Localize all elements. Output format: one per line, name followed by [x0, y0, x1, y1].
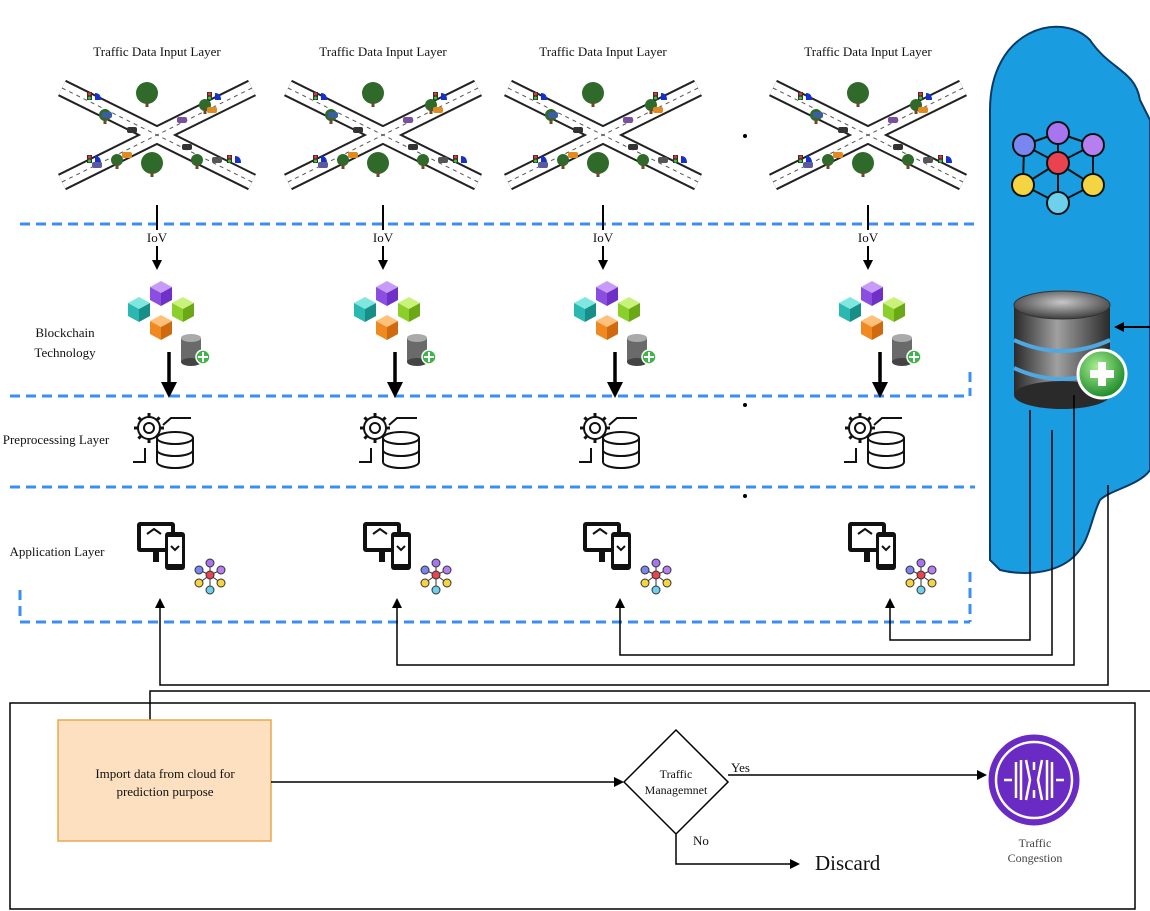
separator-dot	[743, 134, 747, 138]
traffic-congestion-icon	[988, 734, 1080, 826]
application-network-icon	[194, 558, 226, 595]
input-layer-title: Traffic Data Input Layer	[93, 44, 221, 59]
column-3	[504, 79, 702, 595]
prediction-frame	[9, 702, 1136, 910]
blockchain-cubes-icon	[354, 281, 437, 366]
separator-dot	[743, 403, 747, 407]
traffic-intersection-image	[769, 79, 967, 191]
input-layer-title: Traffic Data Input Layer	[539, 44, 667, 59]
import-connector	[145, 690, 1150, 736]
blockchain-layer-label: Blockchain Technology	[34, 325, 96, 360]
input-layer-title: Traffic Data Input Layer	[804, 44, 932, 59]
import-data-box	[57, 719, 272, 842]
column-4	[769, 79, 967, 595]
preprocessing-gear-database-icon	[844, 413, 905, 469]
preprocessing-gear-database-icon	[359, 413, 420, 469]
blockchain-cubes-icon	[839, 281, 922, 366]
separator-dot	[743, 494, 747, 498]
column-2	[284, 79, 482, 595]
iov-label: IoV	[848, 230, 888, 246]
application-layer-label: Application Layer	[9, 544, 105, 559]
no-label: No	[693, 833, 709, 848]
layer-dividers	[10, 222, 975, 624]
discard-label: Discard	[815, 851, 881, 875]
traffic-intersection-image	[58, 79, 256, 191]
application-devices-icon	[137, 522, 185, 570]
iov-label: IoV	[583, 230, 623, 246]
traffic-intersection-image	[284, 79, 482, 191]
column-1	[58, 79, 256, 595]
cloud-database-icon	[1013, 290, 1128, 409]
application-devices-icon	[583, 522, 631, 570]
preprocessing-gear-database-icon	[133, 413, 194, 469]
application-network-icon	[420, 558, 452, 595]
preprocessing-layer-label: Preprocessing Layer	[2, 432, 110, 447]
application-network-icon	[905, 558, 937, 595]
neural-network-icon	[1011, 121, 1105, 215]
traffic-congestion-label: Traffic Congestion	[1007, 836, 1063, 865]
application-network-icon	[640, 558, 672, 595]
input-layer-title: Traffic Data Input Layer	[319, 44, 447, 59]
preprocessing-gear-database-icon	[579, 413, 640, 469]
iov-label: IoV	[363, 230, 403, 246]
traffic-intersection-image	[504, 79, 702, 191]
import-data-label: Import data from cloud for prediction pu…	[95, 766, 235, 799]
iov-label: IoV	[137, 230, 177, 246]
blockchain-cubes-icon	[574, 281, 657, 366]
application-devices-icon	[848, 522, 896, 570]
yes-label: Yes	[731, 760, 750, 775]
cloud-feedback-connectors	[155, 395, 1109, 686]
application-devices-icon	[363, 522, 411, 570]
blockchain-cubes-icon	[128, 281, 211, 366]
decision-label: Traffic Managemnet	[644, 767, 708, 797]
